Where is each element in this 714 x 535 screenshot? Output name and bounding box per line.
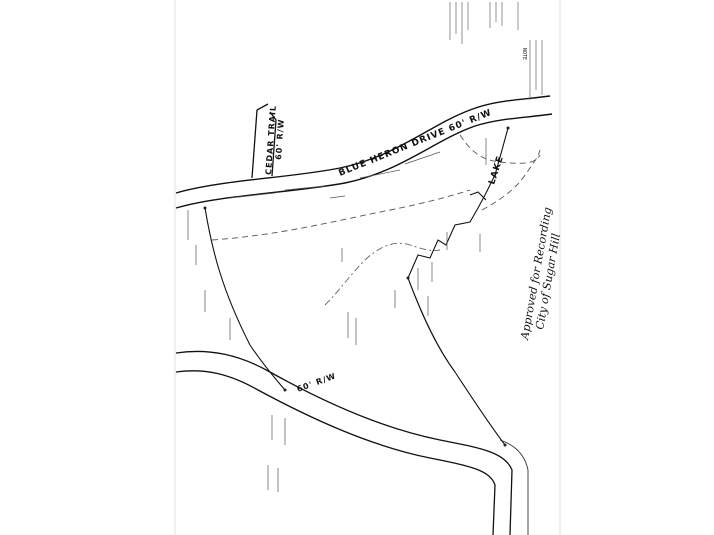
lake-shoreline <box>459 134 541 211</box>
setback-line <box>211 189 471 241</box>
scan-border <box>174 0 561 535</box>
cedar-trail-row-label: 60' R/W <box>274 118 286 160</box>
bottom-road-label: 60' R/W <box>296 371 338 394</box>
notes-fine-print <box>449 2 543 100</box>
survey-markers <box>203 126 510 447</box>
blue-heron-drive-road <box>175 95 553 209</box>
lot-boundary <box>204 127 509 446</box>
bottom-road <box>175 350 529 535</box>
blue-heron-drive-label: BLUE HERON DRIVE 60' R/W <box>337 108 493 179</box>
cedar-trail-road <box>251 103 277 179</box>
contour-line <box>324 242 441 306</box>
lake-label: LAKE <box>487 154 506 185</box>
boundary-annotations <box>187 138 487 492</box>
notes-heading: NOTE <box>521 48 527 60</box>
